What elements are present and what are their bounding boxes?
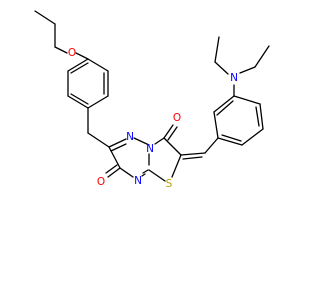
bond	[213, 95, 235, 113]
nitrogen-ring-label: N	[126, 131, 134, 143]
bond	[239, 66, 256, 74]
molecule-structure-diagram: O N N N O S O N	[0, 0, 300, 300]
bond	[108, 146, 121, 169]
bond	[163, 137, 182, 156]
bond	[233, 95, 261, 105]
bond	[217, 137, 243, 146]
nitrogen-bridgehead-label: N	[146, 143, 154, 155]
bond	[107, 167, 121, 178]
bond	[163, 124, 174, 139]
atom-labels: O N N N O S O N	[68, 47, 238, 190]
bond	[133, 137, 150, 146]
bond	[87, 58, 109, 72]
bond	[70, 93, 89, 105]
bond	[70, 62, 89, 74]
bond	[214, 36, 220, 63]
bond	[214, 61, 229, 75]
bond	[167, 126, 178, 141]
bond	[221, 134, 242, 142]
bond	[241, 128, 264, 146]
bond	[180, 152, 206, 156]
bond	[105, 164, 118, 174]
bond	[54, 46, 68, 54]
bond	[87, 132, 110, 148]
bond	[110, 143, 127, 152]
oxygen-carbonyl-left-label: O	[97, 176, 105, 188]
bond	[34, 10, 56, 25]
bond	[142, 169, 149, 174]
bond	[87, 95, 109, 109]
bond	[259, 103, 264, 130]
bond	[67, 95, 89, 109]
oxygen-carbonyl-top-label: O	[173, 112, 181, 124]
bond	[108, 138, 127, 148]
bond-lines	[34, 10, 270, 182]
bond	[75, 52, 89, 60]
bond	[148, 169, 166, 182]
bond	[204, 137, 219, 154]
oxygen-ether-label: O	[68, 47, 76, 59]
canvas-background	[0, 0, 300, 300]
bond	[67, 58, 89, 72]
bond	[213, 111, 219, 139]
bond	[255, 106, 260, 127]
nitrogen-amine-label: N	[230, 72, 238, 84]
sulfur-thiazole-label: S	[166, 178, 173, 190]
bond	[182, 156, 203, 160]
bond	[216, 100, 234, 116]
bond	[254, 45, 270, 68]
bond	[154, 137, 165, 145]
bond	[141, 173, 146, 177]
nitrogen-ring-label: N	[134, 175, 142, 187]
bond	[119, 167, 134, 178]
bond	[171, 154, 182, 178]
